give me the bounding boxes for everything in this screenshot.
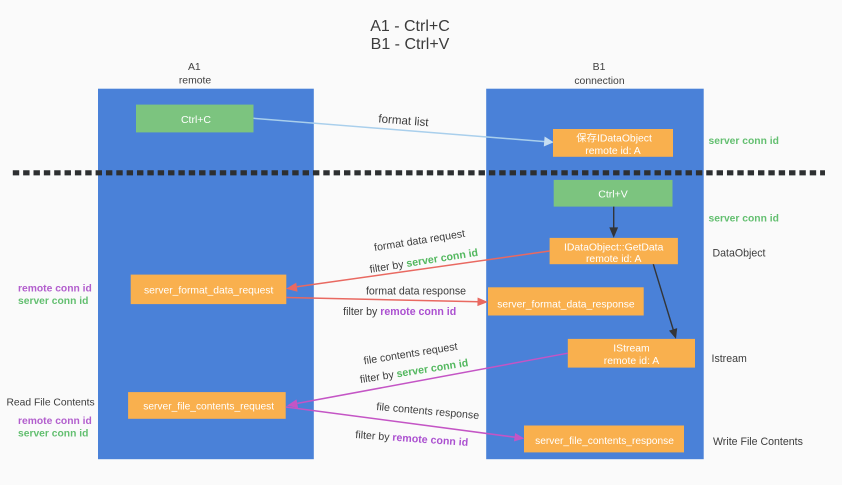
svg-text:DataObject: DataObject [713, 248, 766, 260]
svg-text:IDataObject: IDataObject [597, 134, 652, 145]
svg-text:remote id: A: remote id: A [604, 356, 660, 367]
svg-text:Write File Contents: Write File Contents [713, 436, 803, 448]
svg-text:server conn id: server conn id [709, 136, 779, 147]
svg-text:server conn id: server conn id [18, 296, 88, 307]
svg-text:IDataObject::GetData: IDataObject::GetData [564, 242, 664, 253]
svg-text:remote id: A: remote id: A [586, 254, 642, 265]
svg-text:server_file_contents_request: server_file_contents_request [143, 402, 274, 413]
svg-text:remote conn id: remote conn id [18, 284, 92, 295]
svg-text:server_format_data_response: server_format_data_response [497, 300, 635, 311]
svg-text:Ctrl+V: Ctrl+V [598, 189, 627, 201]
svg-text:file contents response: file contents response [376, 401, 480, 422]
svg-text:format list: format list [378, 112, 430, 129]
svg-text:format data response: format data response [366, 286, 466, 298]
svg-text:remote: remote [179, 76, 212, 87]
svg-text:server conn id: server conn id [18, 429, 88, 440]
svg-text:A1: A1 [188, 62, 201, 73]
svg-text:filter by remote conn id: filter by remote conn id [343, 306, 456, 318]
svg-text:server conn id: server conn id [709, 214, 779, 225]
svg-text:B1 - Ctrl+V: B1 - Ctrl+V [371, 36, 450, 53]
svg-text:A1 - Ctrl+C: A1 - Ctrl+C [370, 18, 450, 35]
svg-text:Istream: Istream [712, 353, 747, 365]
svg-text:Read File Contents: Read File Contents [7, 398, 95, 409]
svg-text:server_format_data_request: server_format_data_request [144, 286, 273, 297]
svg-text:B1: B1 [593, 62, 606, 73]
svg-text:IStream: IStream [613, 344, 649, 355]
svg-text:server_file_contents_response: server_file_contents_response [535, 436, 674, 447]
svg-text:remote conn id: remote conn id [18, 416, 92, 427]
svg-text:remote id: A: remote id: A [585, 146, 641, 157]
svg-text:connection: connection [574, 76, 624, 87]
svg-text:filter by remote conn id: filter by remote conn id [355, 429, 469, 449]
svg-text:Ctrl+C: Ctrl+C [181, 114, 211, 126]
